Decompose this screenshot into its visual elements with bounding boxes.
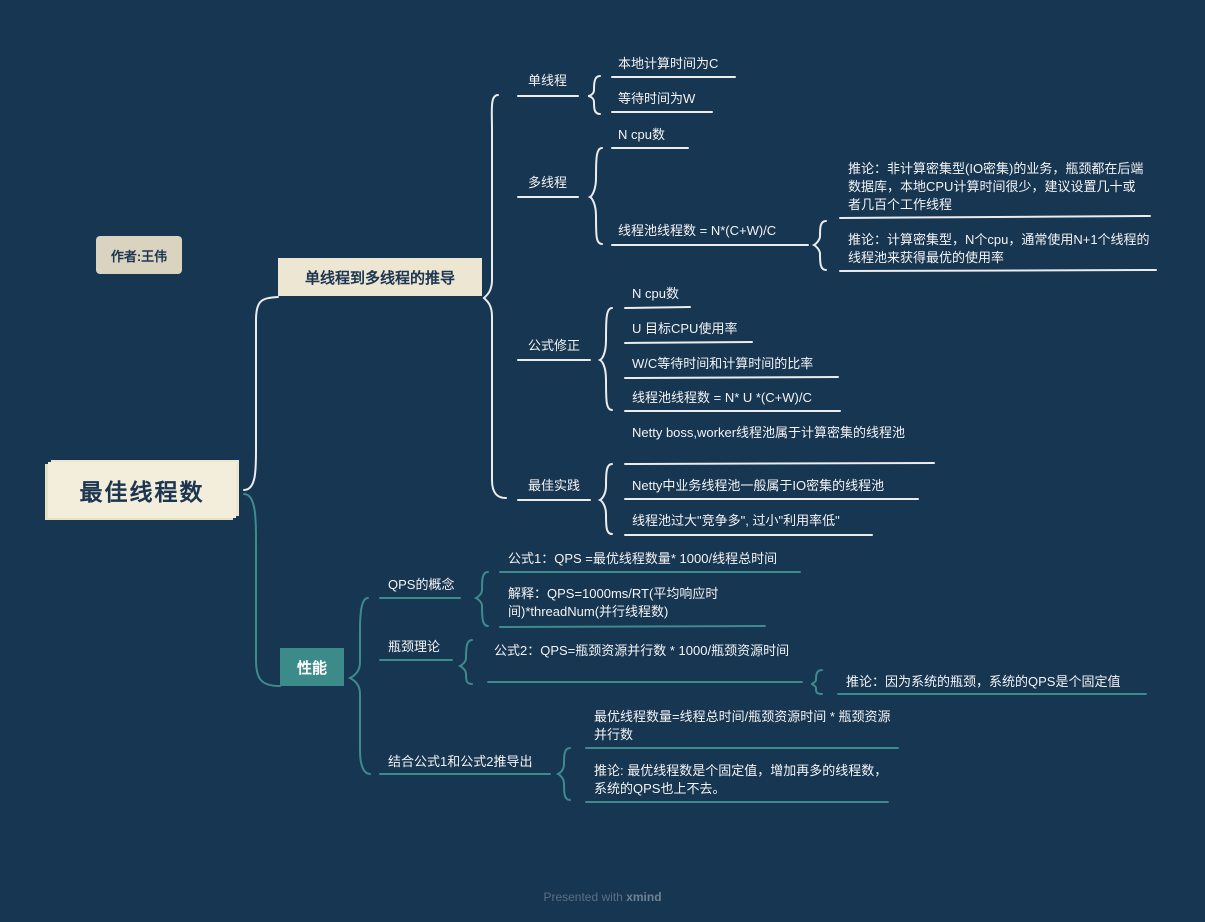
topic-qps-formula1[interactable]: 公式1：QPS =最优线程数量* 1000/线程总时间 [508, 551, 778, 566]
footer-prefix: Presented with [543, 890, 623, 904]
author-badge: 作者:王伟 [96, 236, 182, 274]
topic-combine[interactable]: 结合公式1和公式2推导出 [388, 754, 533, 769]
topic-fix-target-cpu[interactable]: U 目标CPU使用率 [632, 321, 738, 336]
topic-qps-explain[interactable]: 解释：QPS=1000ms/RT(平均响应时间)*threadNum(并行线程数… [508, 586, 719, 619]
topic-formula-fix[interactable]: 公式修正 [528, 338, 581, 353]
topic-fix-wc-ratio[interactable]: W/C等待时间和计算时间的比率 [632, 356, 814, 371]
topic-optimal-thread[interactable]: 最优线程数量=线程总时间/瓶颈资源时间 * 瓶颈资源并行数 [594, 709, 891, 742]
topic-netty-boss[interactable]: Netty boss,worker线程池属于计算密集的线程池 [632, 425, 906, 440]
topic-io-intensive-note[interactable]: 推论：非计算密集型(IO密集)的业务，瓶颈都在后端数据库，本地CPU计算时间很少… [848, 161, 1144, 212]
topic-fix-n-cpu[interactable]: N cpu数 [632, 286, 679, 301]
footer: Presented with xmind [0, 890, 1205, 904]
topic-optimal-note[interactable]: 推论: 最优线程数是个固定值，增加再多的线程数，系统的QPS也上不去。 [594, 763, 888, 796]
topic-pool-formula[interactable]: 线程池线程数 = N*(C+W)/C [618, 223, 777, 238]
topic-fix-pool-formula[interactable]: 线程池线程数 = N* U *(C+W)/C [632, 390, 812, 405]
central-topic[interactable]: 最佳线程数 [48, 462, 236, 518]
topic-bottleneck[interactable]: 瓶颈理论 [388, 639, 441, 654]
topic-qps-formula2[interactable]: 公式2：QPS=瓶颈资源并行数 * 1000/瓶颈资源时间 [494, 643, 790, 658]
topic-local-compute-time[interactable]: 本地计算时间为C [618, 56, 719, 71]
topic-wait-time[interactable]: 等待时间为W [618, 91, 696, 106]
topic-netty-business[interactable]: Netty中业务线程池一般属于IO密集的线程池 [632, 478, 885, 493]
topic-single-thread[interactable]: 单线程 [528, 73, 568, 88]
topic-qps-concept[interactable]: QPS的概念 [388, 577, 455, 592]
topic-cpu-intensive-note[interactable]: 推论：计算密集型，N个cpu，通常使用N+1个线程的线程池来获得最优的使用率 [848, 232, 1150, 265]
topic-n-cpu[interactable]: N cpu数 [618, 127, 665, 142]
topic-best-practice[interactable]: 最佳实践 [528, 478, 581, 493]
xmind-logo: xmind [626, 890, 662, 904]
topic-single-to-multi[interactable]: 单线程到多线程的推导 [278, 258, 482, 296]
topic-performance[interactable]: 性能 [280, 648, 344, 686]
topic-pool-size[interactable]: 线程池过大"竞争多", 过小"利用率低" [632, 513, 840, 528]
topic-multi-thread[interactable]: 多线程 [528, 175, 568, 190]
topic-bottleneck-note[interactable]: 推论：因为系统的瓶颈，系统的QPS是个固定值 [846, 674, 1121, 689]
